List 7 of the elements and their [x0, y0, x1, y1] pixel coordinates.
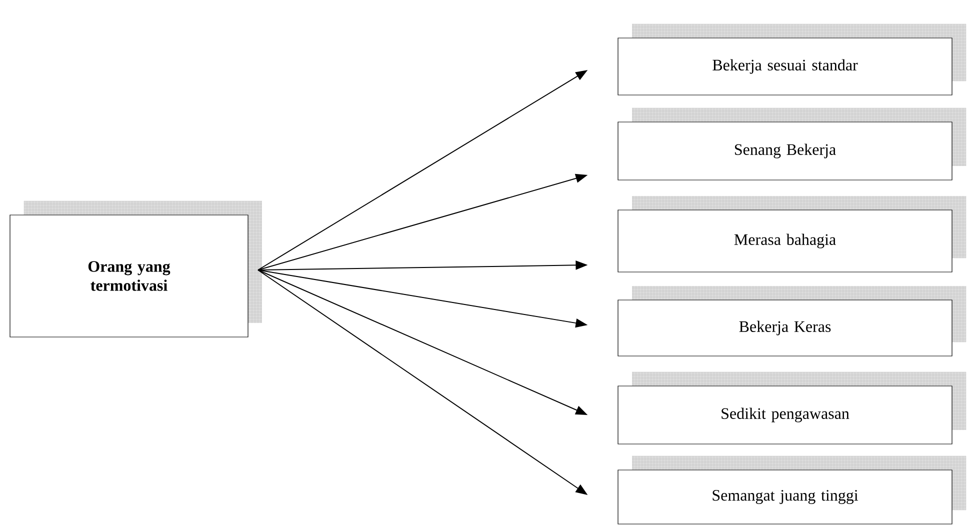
outcome-box: Semangat juang tinggi — [618, 456, 966, 524]
start-box: Orang yang termotivasi — [10, 200, 262, 338]
outcome-box: Bekerja sesuai standar — [618, 24, 966, 96]
outcome-box: Sedikit pengawasan — [618, 372, 966, 444]
outcome-box: Bekerja Keras — [618, 286, 966, 356]
outcome-box: Senang Bekerja — [618, 108, 966, 180]
outcome-box: Merasa bahagia — [618, 196, 966, 272]
